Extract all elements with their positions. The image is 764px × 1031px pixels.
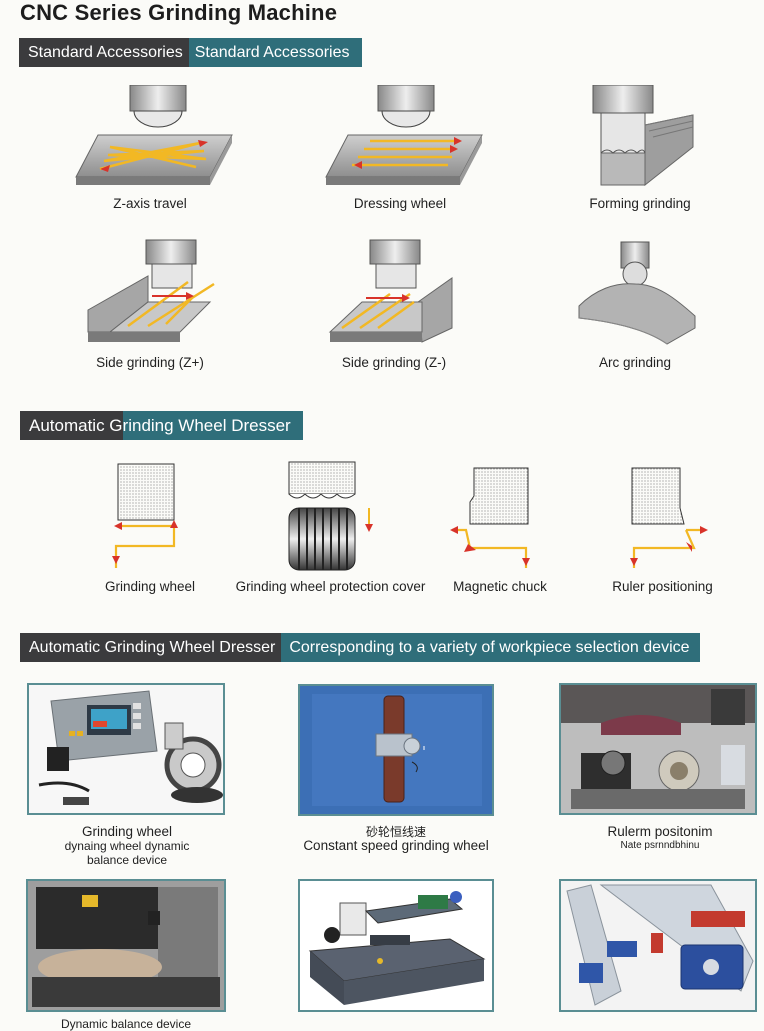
header-left-segment: Automatic Grinding Wheel Dresser <box>20 633 282 662</box>
header-right-segment: Corresponding to a variety of workpiece … <box>281 633 700 662</box>
side-grinding-z-minus-diagram <box>328 239 453 343</box>
caption-arc-grinding: Arc grinding <box>598 355 672 370</box>
caption-photo-balance-device: Grinding wheel dynaing wheel dynamic bal… <box>27 824 227 868</box>
header-right-segment: Standard Accessories <box>188 38 362 67</box>
caption-magnetic-chuck: Magnetic chuck <box>453 579 547 594</box>
caption-side-grinding-z-plus: Side grinding (Z+) <box>96 355 204 370</box>
caption-side-grinding-z-minus: Side grinding (Z-) <box>341 355 447 370</box>
caption-line-2: dynaing wheel dynamic <box>64 839 190 853</box>
caption-line-3: balance device <box>86 853 168 867</box>
caption-z-axis-travel: Z-axis travel <box>113 196 187 211</box>
z-axis-travel-diagram <box>75 85 233 185</box>
caption-dressing-wheel: Dressing wheel <box>353 196 447 211</box>
caption-photo-constant-speed: 砂轮恒线速 Constant speed grinding wheel <box>288 825 504 853</box>
section-header-automatic-dresser: Automatic G rinding Wheel Dresser <box>20 411 303 440</box>
section-header-standard-accessories: Standard Accessories Standard Accessorie… <box>19 38 362 67</box>
grinding-wheel-diagram <box>112 463 178 568</box>
ruler-positioning-diagram <box>630 467 708 568</box>
photo-linear-guide <box>559 879 757 1012</box>
caption-line-1: Rulerm positonim <box>607 824 713 839</box>
caption-line-2: Constant speed grinding wheel <box>303 838 489 853</box>
caption-photo-dynamic-balance: Dynamic balance device <box>26 1017 226 1031</box>
header-left-segment: Standard Accessories <box>19 38 189 67</box>
header-left-segment: Automatic G <box>20 411 123 440</box>
magnetic-chuck-diagram <box>450 467 530 568</box>
photo-constant-speed-grinding-wheel <box>298 684 494 816</box>
header-right-segment: rinding Wheel Dresser <box>122 411 303 440</box>
photo-workpiece-device <box>298 879 494 1012</box>
forming-grinding-diagram <box>592 85 694 187</box>
caption-protection-cover: Grinding wheel protection cover <box>235 579 426 594</box>
photo-dynamic-balance-device <box>27 683 225 815</box>
photo-dynamic-balance-machine <box>26 879 226 1012</box>
caption-grinding-wheel: Grinding wheel <box>104 579 196 594</box>
side-grinding-z-plus-diagram <box>87 239 215 342</box>
arc-grinding-diagram <box>578 241 696 345</box>
caption-photo-ruler-positioning: Rulerm positonim Nate psrnndbhinu <box>560 825 760 853</box>
grinding-wheel-protection-cover-diagram <box>288 461 373 571</box>
caption-forming-grinding: Forming grinding <box>589 196 691 211</box>
page-title: CNC Series Grinding Machine <box>20 0 338 25</box>
caption-ruler-positioning: Ruler positioning <box>612 579 713 594</box>
dressing-wheel-diagram <box>325 85 483 185</box>
caption-line-1: Dynamic balance device <box>60 1017 192 1031</box>
section-header-workpiece-selection: Automatic Grinding Wheel Dresser Corresp… <box>20 633 700 662</box>
caption-line-1: Grinding wheel <box>81 824 173 839</box>
caption-line-1: 砂轮恒线速 <box>365 825 426 839</box>
caption-line-2: Nate psrnndbhinu <box>620 840 700 851</box>
photo-ruler-positioning <box>559 683 757 815</box>
